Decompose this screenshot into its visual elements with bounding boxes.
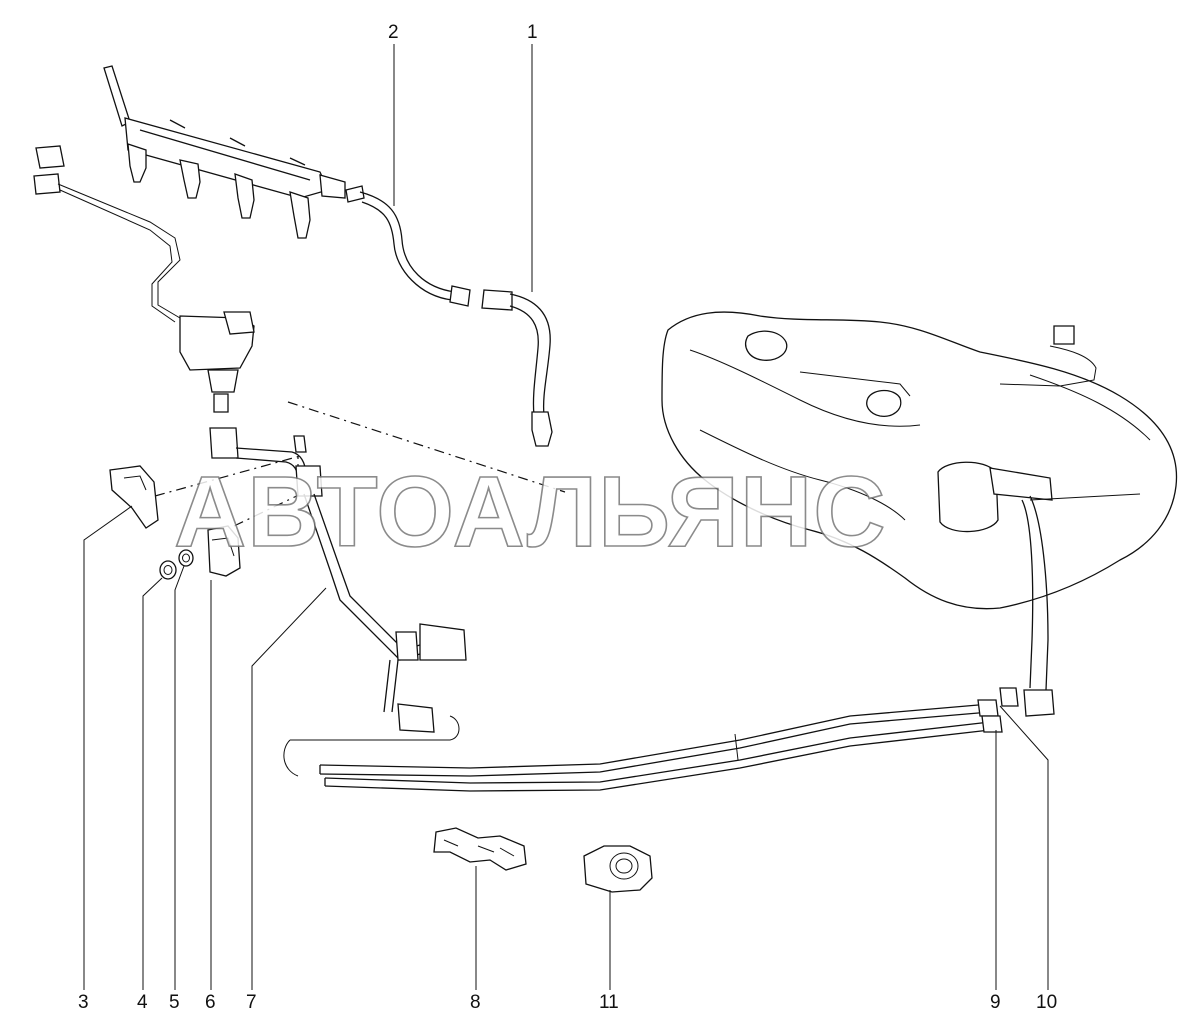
clip-6 <box>207 525 241 577</box>
bracket-3 <box>109 465 159 529</box>
clip-8 <box>433 827 527 871</box>
callout-9: 9 <box>990 992 1001 1013</box>
callout-10: 10 <box>1036 992 1057 1013</box>
fuel-tank <box>661 311 1178 610</box>
fuel-injector <box>127 143 311 239</box>
callout-7: 7 <box>246 992 257 1013</box>
wiring-harness <box>33 145 181 323</box>
callout-4: 4 <box>137 992 148 1013</box>
callout-11: 11 <box>599 992 619 1013</box>
clip-11 <box>583 845 653 893</box>
leader-lines <box>83 44 1049 990</box>
callout-5: 5 <box>169 992 180 1013</box>
pressure-regulator <box>179 311 255 413</box>
callout-1: 1 <box>527 22 538 43</box>
callout-3: 3 <box>78 992 89 1013</box>
nut-4 <box>159 560 177 580</box>
watermark-text: АВТОАЛЬЯНС <box>174 456 887 568</box>
fuel-hose-2 <box>345 185 471 307</box>
fuel-hose-1 <box>481 289 553 447</box>
front-fuel-lines <box>209 427 467 733</box>
callout-8: 8 <box>470 992 481 1013</box>
callout-2: 2 <box>388 22 399 43</box>
callout-6: 6 <box>205 992 216 1013</box>
fuel-rail-assembly <box>103 65 346 239</box>
washer-5 <box>178 549 194 567</box>
underbody-fuel-lines <box>283 699 1003 792</box>
tank-fuel-lines <box>999 495 1055 717</box>
